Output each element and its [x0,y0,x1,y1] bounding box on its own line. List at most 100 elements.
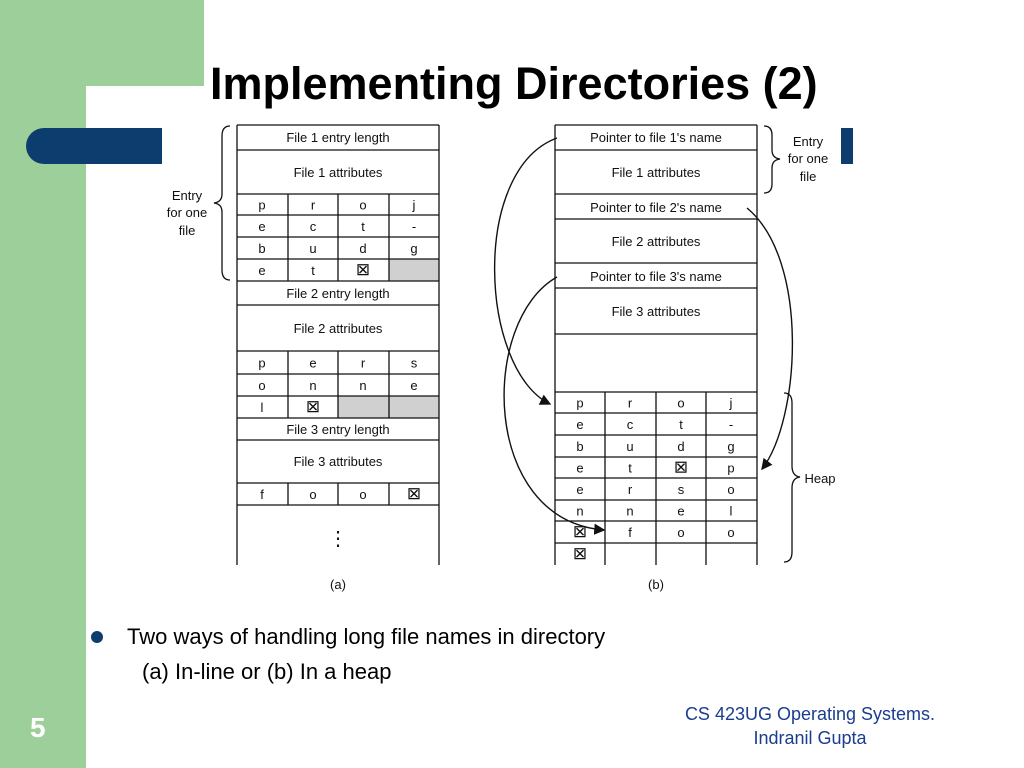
diagram-a [213,124,440,565]
diagram_a.file2_rows-cell: s [411,356,418,371]
heap-cell: f [628,525,632,540]
heap-cell: n [626,504,633,519]
heap-cell: b [576,439,583,454]
file1-length-label: File 1 entry length [286,130,389,145]
diagram_a.file1_rows-cell: e [258,263,265,278]
diagram_a.file1_rows-cell: t [311,263,315,278]
file3-attributes-label-b: File 3 attributes [612,304,701,319]
diagram_a.file1_rows-cell: - [412,219,416,234]
heap-cell: t [628,461,632,476]
pointer-arrow-file1 [493,137,558,405]
diagram_a.file2_rows-cell: p [258,356,265,371]
heap-cell: p [576,396,583,411]
footer-author: Indranil Gupta [753,728,867,748]
title-accent-stub [841,128,853,164]
entry-brace-a [213,125,231,281]
file3-attributes-label: File 3 attributes [294,454,383,469]
diagram_a.file2_rows-cell: n [359,378,366,393]
file2-pointer-label: Pointer to file 2's name [590,200,722,215]
diagram_a.file2_rows-cell: r [361,356,366,371]
diagram_a.file1_rows-cell: d [359,241,366,256]
unused-cell [389,259,439,281]
diagram_a.file1_rows-cell: g [410,241,417,256]
footer-course: CS 423UG Operating Systems. [684,704,936,724]
file2-attributes-label: File 2 attributes [294,321,383,336]
footer-credit: CS 423UG Operating Systems. Indranil Gup… [640,702,980,750]
diagram_a.file2_rows-cell: e [309,356,316,371]
heap-cell: r [628,396,633,411]
diagram_a.file2_rows-cell: e [410,378,417,393]
diagram_a.file2_rows-cell: l [261,400,264,415]
title-accent-bar [26,128,162,164]
heap-cell: j [729,396,733,411]
diagram_a.file1_rows-cell: o [359,198,366,213]
heap-cell: p [727,461,734,476]
diagram_a.file3_rows-cell: ⊠ [407,484,421,503]
pointer-arrow-file2 [746,207,794,471]
file1-pointer-label: Pointer to file 1's name [590,130,722,145]
heap-cell: r [628,482,633,497]
caption-a: (a) [330,577,346,592]
entry-label-b-line1: Entry [793,134,824,149]
diagram_a.file1_rows-cell: b [258,241,265,256]
diagram_a.file1_rows-cell: e [258,219,265,234]
ellipsis-label: ⋮ [328,528,348,550]
sub-bullet-text: (a) In-line or (b) In a heap [142,659,392,684]
entry-label-a-line1: Entry [172,188,203,203]
file1-attributes-label-b: File 1 attributes [612,165,701,180]
heap-cell: u [626,439,633,454]
file3-length-label: File 3 entry length [286,422,389,437]
heap-label: Heap [804,471,835,486]
diagram-b-labels: Pointer to file 1's name File 1 attribut… [590,130,835,592]
diagram_a.file3_rows-cell: o [309,487,316,502]
diagram-a-labels: File 1 entry length File 1 attributes Fi… [167,130,390,592]
entry-label-b-line3: file [800,169,817,184]
heap-cell: c [627,417,634,432]
heap-cell: n [576,504,583,519]
diagram-b [554,124,801,565]
heap-cell: ⊠ [674,458,688,477]
diagram_a.file3_rows-cell: o [359,487,366,502]
diagram_a.file3_rows-cell: f [260,487,264,502]
heap-cell: o [677,396,684,411]
entry-label-b-line2: for one [788,151,828,166]
file2-attributes-label-b: File 2 attributes [612,234,701,249]
diagram_a.file2_rows-cell: o [258,378,265,393]
diagram_a.file1_rows-cell: r [311,198,316,213]
file1-attributes-label: File 1 attributes [294,165,383,180]
heap-cell: - [729,417,733,432]
bullet-text: Two ways of handling long file names in … [127,624,606,649]
slide-title: Implementing Directories (2) [210,58,818,109]
diagram_a.file1_rows-cell: ⊠ [356,260,370,279]
heap-cell: s [678,482,685,497]
entry-label-a-line3: file [179,223,196,238]
heap-cell: e [576,417,583,432]
slide-number: 5 [30,712,46,743]
top-green-block [86,0,204,86]
heap-cell: e [576,461,583,476]
file3-pointer-label: Pointer to file 3's name [590,269,722,284]
diagram_a.file1_rows-cell: c [310,219,317,234]
diagram_a.file1_rows-cell: t [361,219,365,234]
diagram_a.file2_rows-cell: n [309,378,316,393]
heap-cell: o [677,525,684,540]
bullet-icon [91,631,103,643]
pointer-arrows [493,137,794,535]
heap-brace [783,392,801,563]
diagram_a.file1_rows-cell: u [309,241,316,256]
pointer-arrow-file3 [503,276,606,535]
heap-cell: g [727,439,734,454]
heap-cell: e [677,504,684,519]
entry-brace-b [763,125,781,194]
heap-cell: ⊠ [573,522,587,541]
heap-cell: o [727,525,734,540]
entry-label-a-line2: for one [167,205,207,220]
diagram_a.file2_rows-cell: ⊠ [306,397,320,416]
file2-length-label: File 2 entry length [286,286,389,301]
heap-cell: l [730,504,733,519]
heap-cell: ⊠ [573,544,587,563]
heap-cell: e [576,482,583,497]
caption-b: (b) [648,577,664,592]
